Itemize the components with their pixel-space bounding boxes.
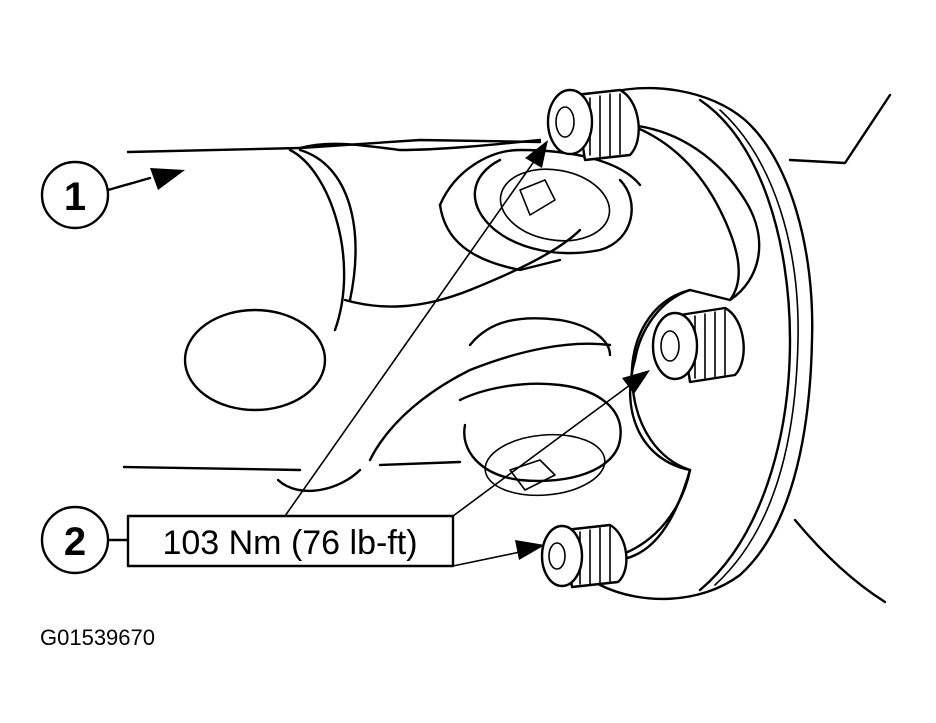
pinion-shaft [788,93,892,604]
arrowhead-top-bolt [525,140,548,168]
tube-hole [183,308,327,412]
leader-to-top-bolt [284,159,536,517]
arrowhead-middle-bolt [622,370,650,394]
arrowhead-bottom-bolt [515,540,545,560]
callout-2-number: 2 [64,520,86,564]
torque-spec-box [126,514,455,568]
callout-1-circle [40,160,110,230]
leader-to-bottom-bolt [452,551,521,567]
callout-1-leader [106,176,152,192]
leader-to-middle-bolt [452,384,631,517]
bolt-middle [651,306,745,384]
figure-code: G01539670 [40,625,155,650]
callout-1-number: 1 [64,175,86,219]
callout-1: 1 [40,160,185,230]
bolt-top [546,88,640,162]
torque-spec-label: 103 Nm (76 lb-ft) [162,524,417,562]
bolt-bottom [540,523,628,589]
driveshaft-tube [122,138,542,493]
callout-2: 2 103 Nm (76 lb-ft) [40,140,650,575]
yoke [298,138,642,497]
callout-1-arrowhead [150,168,185,190]
